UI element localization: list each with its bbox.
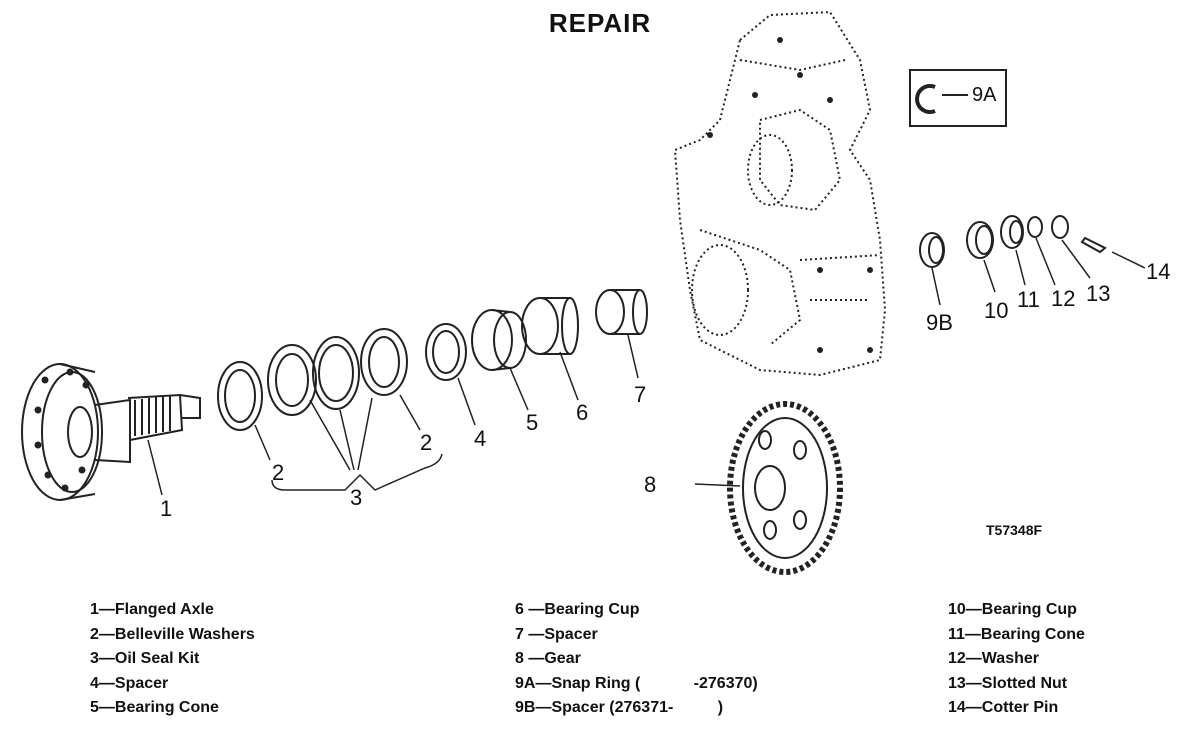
bearing-cup-6 bbox=[521, 297, 579, 355]
flanged-axle bbox=[21, 363, 201, 501]
slotted-nut-13 bbox=[1051, 215, 1069, 239]
belleville-washer-right bbox=[360, 328, 408, 396]
figure-code: T57348F bbox=[986, 522, 1043, 538]
part-label-11: 11 bbox=[1017, 287, 1040, 312]
oil-seal-b bbox=[312, 336, 360, 410]
part-label-14: 14 bbox=[1146, 259, 1171, 284]
washer-12 bbox=[1027, 216, 1043, 238]
housing bbox=[673, 10, 887, 377]
housing-bolt-holes bbox=[707, 37, 873, 353]
spacer-9b bbox=[919, 232, 945, 268]
part-label-2-right: 2 bbox=[420, 430, 433, 455]
part-label-4: 4 bbox=[474, 426, 487, 451]
legend-column-1: 1—Flanged Axle 2—Belleville Washers 3—Oi… bbox=[90, 598, 255, 721]
part-label-5: 5 bbox=[526, 410, 539, 435]
part-label-9b: 9B bbox=[926, 310, 953, 335]
legend-item: 6 —Bearing Cup bbox=[515, 601, 640, 618]
legend-item: 11—Bearing Cone bbox=[948, 625, 1085, 643]
spacer-4 bbox=[425, 323, 467, 381]
axle-bolt-holes bbox=[34, 368, 90, 492]
bearing-cone-5 bbox=[471, 309, 527, 371]
cotter-pin-14 bbox=[1080, 236, 1107, 254]
inset-label-9a: 9A bbox=[972, 84, 997, 106]
page-title: REPAIR bbox=[548, 8, 652, 38]
part-label-2-left: 2 bbox=[272, 460, 285, 485]
bearing-cup-10 bbox=[966, 221, 994, 259]
legend-item: 10—Bearing Cup bbox=[948, 601, 1077, 618]
legend-item: 1—Flanged Axle bbox=[90, 601, 214, 618]
part-label-13: 13 bbox=[1086, 281, 1111, 306]
legend-item: 14—Cotter Pin bbox=[948, 699, 1059, 716]
part-label-8: 8 bbox=[644, 472, 657, 497]
legend-item: 5—Bearing Cone bbox=[90, 699, 219, 716]
legend-item: 4—Spacer bbox=[90, 674, 169, 692]
part-label-10: 10 bbox=[984, 298, 1009, 323]
spacer-7 bbox=[595, 289, 648, 335]
legend-item: 13—Slotted Nut bbox=[948, 674, 1068, 692]
oil-seal-a bbox=[267, 344, 317, 416]
legend-item: 9B—Spacer (276371- ) bbox=[515, 699, 724, 716]
leader-lines bbox=[147, 237, 1146, 496]
legend-item: 2—Belleville Washers bbox=[90, 625, 255, 643]
part-label-7: 7 bbox=[634, 382, 647, 407]
part-label-3: 3 bbox=[350, 485, 363, 510]
part-label-6: 6 bbox=[576, 400, 589, 425]
legend-item: 9A—Snap Ring ( -276370) bbox=[515, 674, 758, 692]
part-label-12: 12 bbox=[1051, 286, 1076, 311]
legend-item: 8 —Gear bbox=[515, 650, 581, 667]
legend-column-3: 10—Bearing Cup 11—Bearing Cone 12—Washer… bbox=[948, 598, 1085, 721]
legend-item: 3—Oil Seal Kit bbox=[90, 650, 200, 667]
belleville-washer-left bbox=[217, 361, 263, 431]
bearing-cone-11 bbox=[1000, 215, 1024, 249]
gear-8 bbox=[727, 401, 843, 575]
legend-item: 7 —Spacer bbox=[515, 625, 598, 643]
legend-item: 12—Washer bbox=[948, 650, 1039, 667]
snap-ring-inset bbox=[909, 69, 1007, 127]
part-label-1: 1 bbox=[160, 496, 173, 521]
legend-column-2: 6 —Bearing Cup 7 —Spacer 8 —Gear 9A—Snap… bbox=[515, 598, 758, 721]
